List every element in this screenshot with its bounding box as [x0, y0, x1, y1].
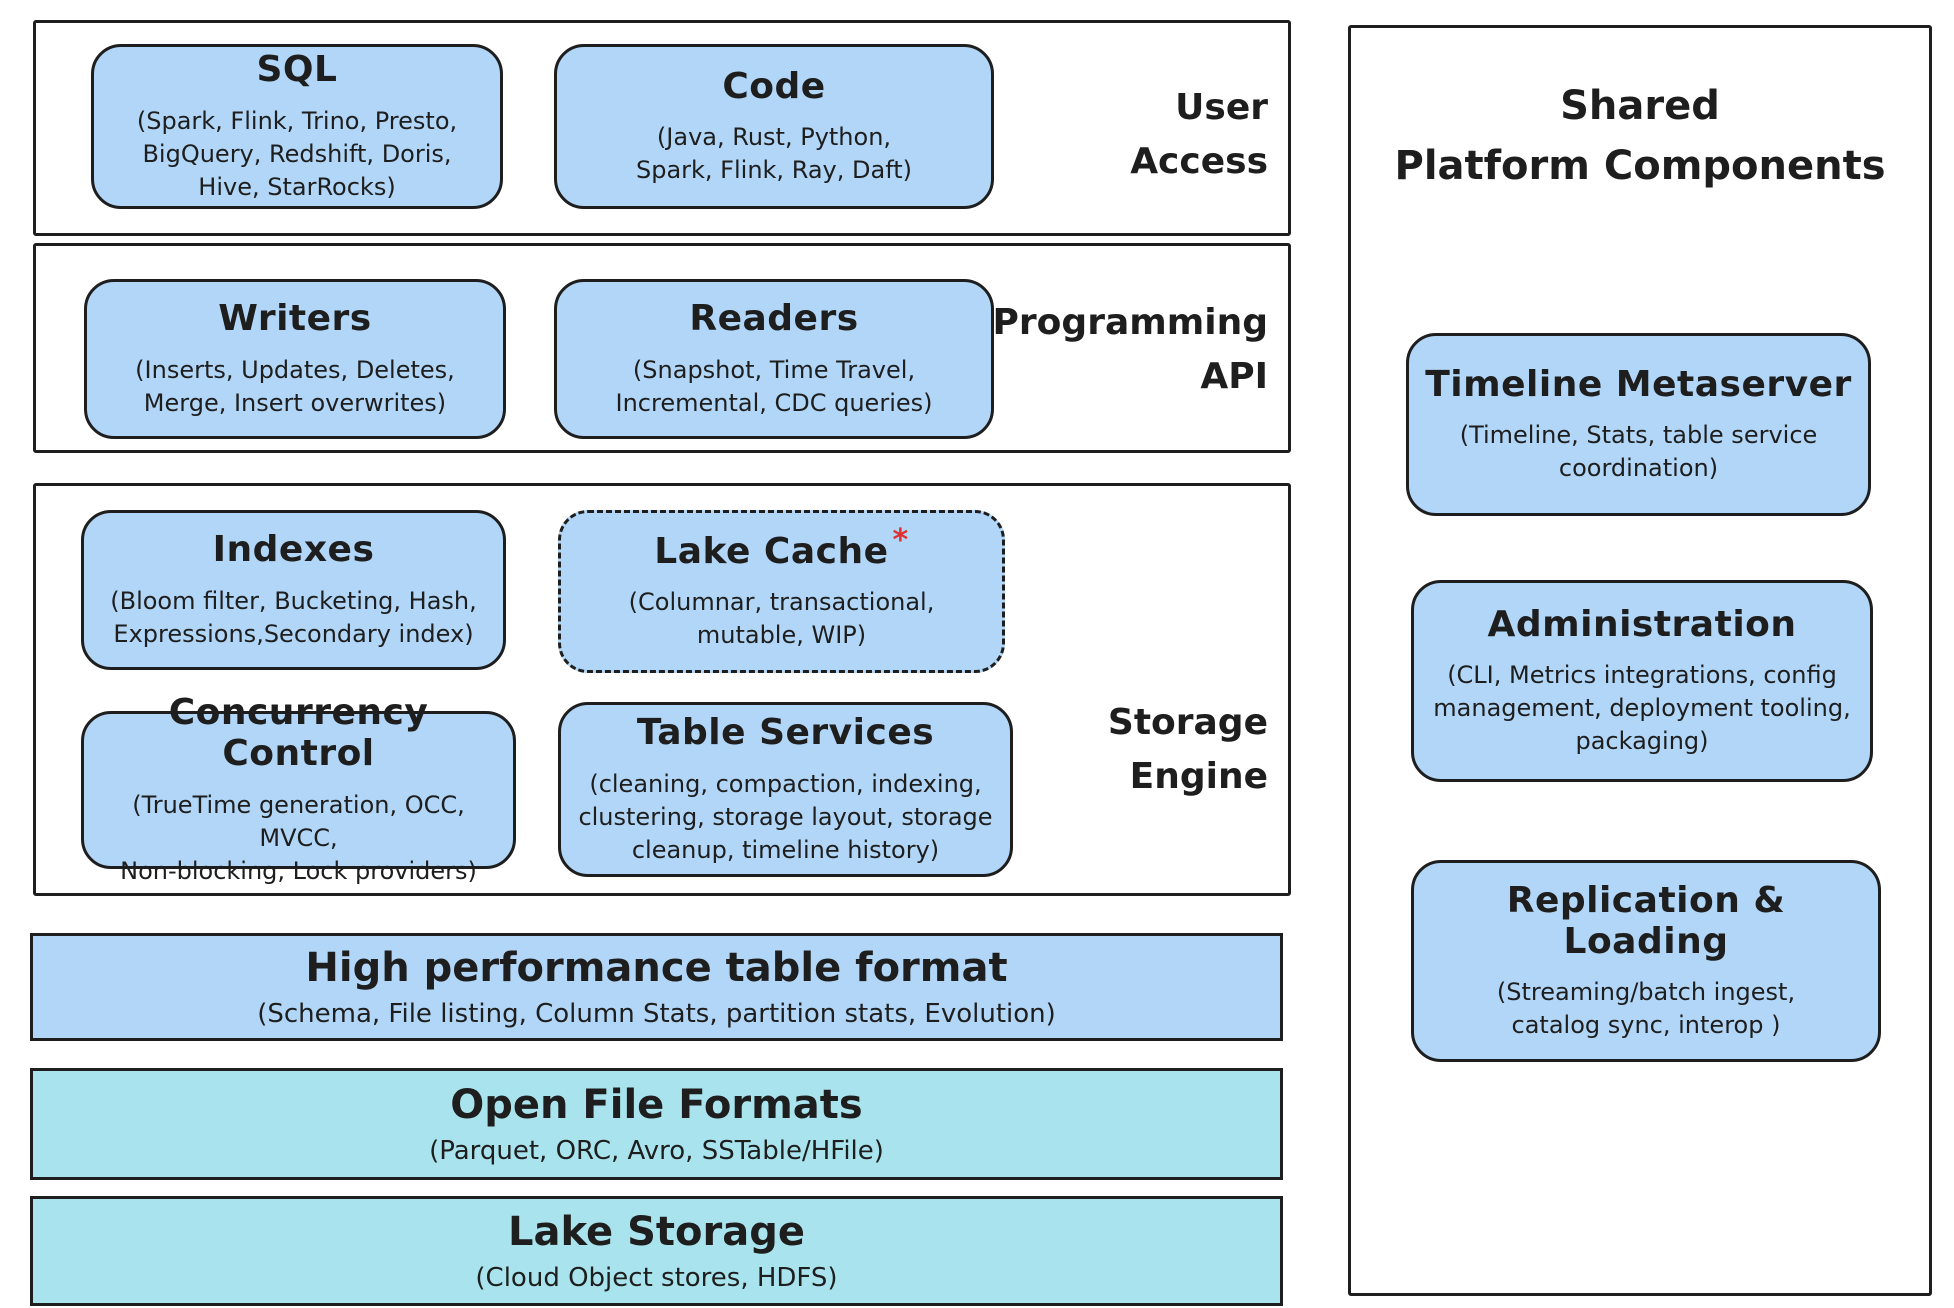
bar-table-format-subtitle: (Schema, File listing, Column Stats, par…: [257, 999, 1056, 1029]
box-replication-loading-subtitle: (Streaming/batch ingest, catalog sync, i…: [1496, 978, 1796, 1040]
section-label-programming-api: Programming API: [992, 302, 1268, 397]
bar-open-file-formats-title: Open File Formats: [450, 1082, 863, 1128]
box-administration-title: Administration: [1487, 603, 1797, 645]
bar-table-format-title: High performance table format: [305, 945, 1008, 991]
bar-lake-storage: Lake Storage (Cloud Object stores, HDFS): [30, 1196, 1283, 1306]
box-writers: Writers (Inserts, Updates, Deletes, Merg…: [84, 279, 506, 439]
box-administration: Administration (CLI, Metrics integration…: [1411, 580, 1873, 782]
box-replication-loading-title: Replication & Loading: [1506, 879, 1786, 962]
box-table-services: Table Services (cleaning, compaction, in…: [558, 702, 1013, 877]
bar-lake-storage-subtitle: (Cloud Object stores, HDFS): [475, 1263, 838, 1293]
box-replication-loading: Replication & Loading (Streaming/batch i…: [1411, 860, 1881, 1062]
box-sql: SQL (Spark, Flink, Trino, Presto, BigQue…: [91, 44, 503, 209]
bar-lake-storage-title: Lake Storage: [508, 1209, 805, 1255]
shared-platform-title: Shared Platform Components: [1394, 83, 1886, 189]
box-code-subtitle: (Java, Rust, Python, Spark, Flink, Ray, …: [635, 123, 912, 185]
box-readers: Readers (Snapshot, Time Travel, Incremen…: [554, 279, 994, 439]
box-timeline-metaserver: Timeline Metaserver (Timeline, Stats, ta…: [1406, 333, 1871, 516]
section-user-access: SQL (Spark, Flink, Trino, Presto, BigQue…: [33, 20, 1291, 236]
box-concurrency-control-title: Concurrency Control: [168, 691, 429, 775]
box-timeline-metaserver-title: Timeline Metaserver: [1425, 363, 1852, 405]
section-programming-api: Writers (Inserts, Updates, Deletes, Merg…: [33, 243, 1291, 453]
bar-open-file-formats-subtitle: (Parquet, ORC, Avro, SSTable/HFile): [429, 1136, 884, 1166]
box-sql-subtitle: (Spark, Flink, Trino, Presto, BigQuery, …: [136, 106, 458, 201]
bar-table-format: High performance table format (Schema, F…: [30, 933, 1283, 1041]
box-readers-title: Readers: [689, 298, 859, 340]
box-writers-title: Writers: [218, 298, 372, 340]
box-readers-subtitle: (Snapshot, Time Travel, Incremental, CDC…: [615, 355, 933, 417]
section-storage-engine: Indexes (Bloom filter, Bucketing, Hash, …: [33, 483, 1291, 896]
box-lake-cache-subtitle: (Columnar, transactional, mutable, WIP): [628, 588, 935, 650]
bar-open-file-formats: Open File Formats (Parquet, ORC, Avro, S…: [30, 1068, 1283, 1180]
box-table-services-title: Table Services: [636, 712, 935, 754]
box-code: Readers Code (Java, Rust, Python, Spark,…: [554, 44, 994, 209]
box-concurrency-control: Concurrency Control (TrueTime generation…: [81, 692, 516, 885]
box-lake-cache-title-text: Lake Cache: [654, 530, 889, 572]
box-table-services-subtitle: (cleaning, compaction, indexing, cluster…: [578, 769, 993, 864]
box-concurrency-control-subtitle: (TrueTime generation, OCC, MVCC, Non-blo…: [120, 790, 477, 885]
box-indexes-subtitle: (Bloom filter, Bucketing, Hash, Expressi…: [110, 586, 477, 648]
lake-cache-asterisk: *: [892, 522, 909, 558]
panel-shared-platform-components: Shared Platform Components Timeline Meta…: [1348, 25, 1932, 1296]
box-code-title: Code: [722, 65, 826, 107]
box-lake-cache-title: Lake Cache*: [654, 525, 908, 572]
box-sql-title: SQL: [256, 49, 338, 91]
section-label-storage-engine: Storage Engine: [1107, 702, 1268, 797]
section-label-user-access: User Access: [1130, 87, 1268, 182]
box-timeline-metaserver-subtitle: (Timeline, Stats, table service coordina…: [1459, 421, 1818, 483]
box-indexes: Indexes (Bloom filter, Bucketing, Hash, …: [81, 510, 506, 670]
box-administration-subtitle: (CLI, Metrics integrations, config manag…: [1433, 661, 1851, 756]
box-writers-subtitle: (Inserts, Updates, Deletes, Merge, Inser…: [135, 355, 455, 417]
box-indexes-title: Indexes: [212, 529, 375, 571]
box-lake-cache: Lake Cache* (Columnar, transactional, mu…: [558, 510, 1005, 673]
